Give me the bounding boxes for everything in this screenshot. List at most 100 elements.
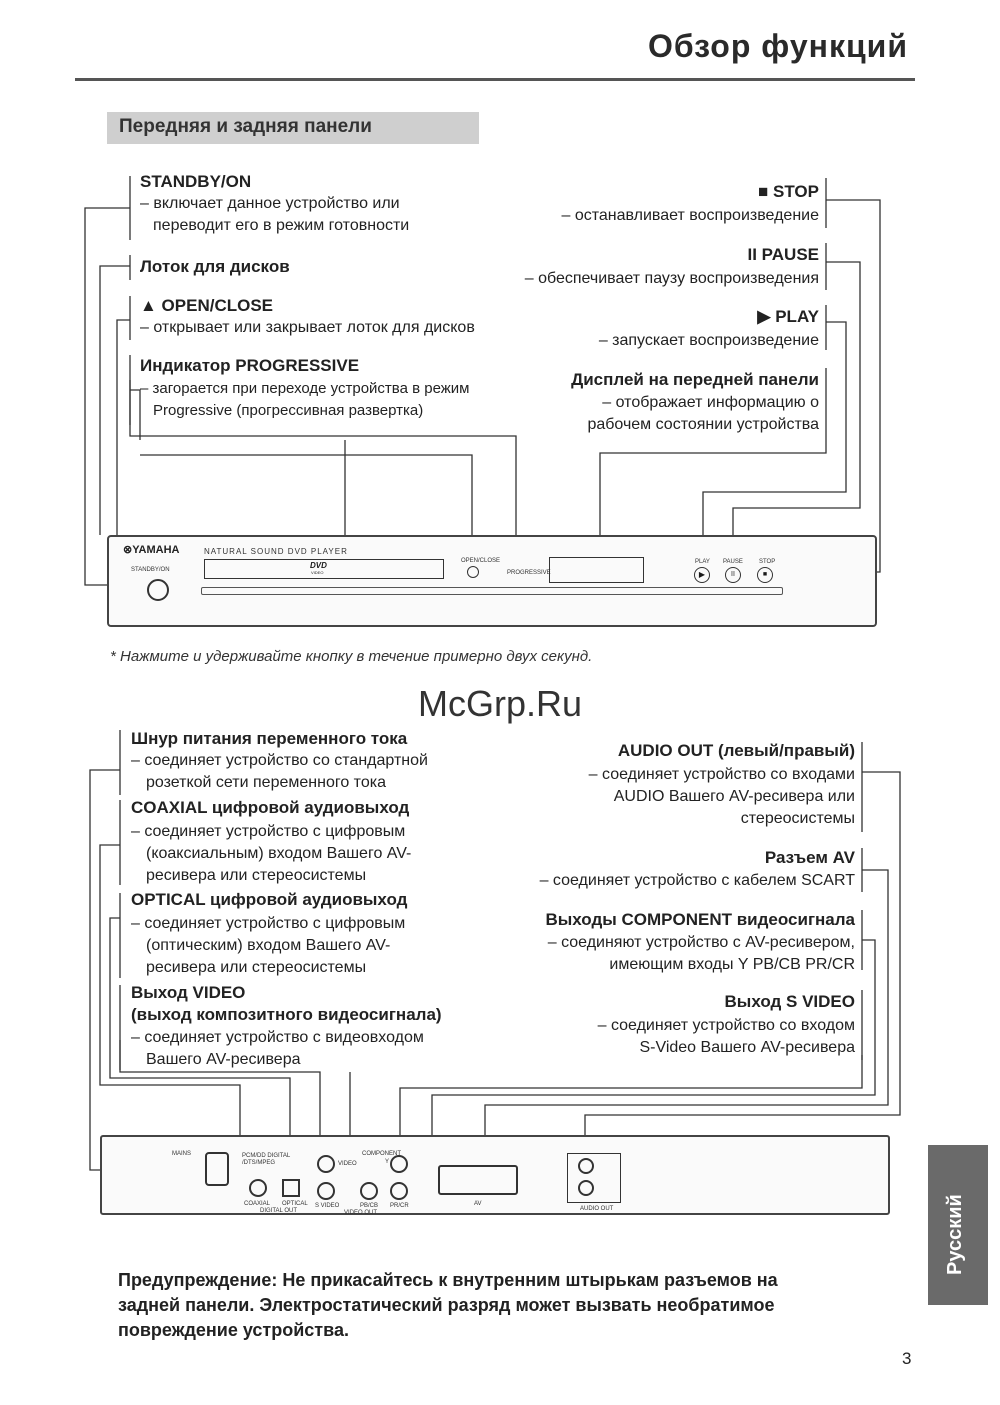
audio-out-desc-3: стереосистемы (740, 810, 855, 827)
open-close-label: ▲ OPEN/CLOSE (140, 296, 274, 315)
page-title: Обзор функций (647, 28, 908, 64)
language-tab-label: Русский (944, 1194, 966, 1275)
dvd-logo: DVD (310, 561, 327, 570)
display-desc-2: рабочем состоянии устройства (587, 416, 819, 433)
coaxial-label: COAXIAL цифровой аудиовыход (131, 798, 410, 817)
svideo-desc-1: – соединяет устройство со входом (597, 1017, 855, 1034)
audio-out-label: AUDIO OUT (левый/правый) (617, 741, 855, 760)
play-label: ▶ PLAY (757, 307, 819, 326)
play-button[interactable]: ▶ (694, 567, 710, 583)
standby-button[interactable] (147, 579, 169, 601)
s-video-text: S VIDEO (315, 1203, 340, 1209)
optical-label: OPTICAL цифровой аудиовыход (131, 890, 408, 909)
video-text: VIDEO (338, 1161, 357, 1167)
av-desc: – соединяет устройство с кабелем SCART (539, 872, 855, 889)
pause-button[interactable]: II (725, 567, 741, 583)
component-desc-2: имеющим входы Y PB/CB PR/CR (609, 956, 855, 973)
display-desc-1: – отображает информацию о (602, 394, 819, 411)
scart-connector (438, 1165, 518, 1195)
video-desc-1: – соединяет устройство с видеовходом (131, 1029, 424, 1046)
progressive-label: Индикатор PROGRESSIVE (140, 356, 360, 375)
language-tab: Русский (928, 1145, 988, 1305)
stop-desc: – останавливает воспроизведение (561, 207, 819, 224)
front-panel-drawing: ⊗YAMAHA NATURAL SOUND DVD PLAYER STANDBY… (107, 535, 877, 627)
standby-desc-2: переводит его в режим готовности (153, 217, 410, 234)
audio-out-text: AUDIO OUT (580, 1206, 614, 1212)
footnote: * Нажмите и удерживайте кнопку в течение… (110, 648, 593, 665)
digital-out-text: DIGITAL OUT (260, 1208, 298, 1214)
open-close-button-label: OPEN/CLOSE (461, 558, 501, 564)
component-text: COMPONENT (362, 1151, 401, 1157)
pause-desc: – обеспечивает паузу воспроизведения (524, 270, 819, 287)
pr-text: PR/CR (390, 1203, 409, 1209)
video-jack (317, 1155, 335, 1173)
coaxial-desc-1: – соединяет устройство с цифровым (131, 823, 406, 840)
warning-line-1: Предупреждение: Не прикасайтесь к внутре… (118, 1270, 778, 1290)
watermark: McGrp.Ru (417, 683, 583, 724)
svideo-desc-2: S-Video Вашего AV-ресивера (639, 1039, 855, 1056)
model-text: NATURAL SOUND DVD PLAYER (204, 547, 348, 556)
warning-line-3: повреждение устройства. (118, 1320, 349, 1340)
audio-out-block (567, 1153, 621, 1203)
display-label: Дисплей на передней панели (571, 370, 819, 389)
y-text: Y (385, 1159, 390, 1165)
rear-panel-drawing: MAINS PCM/DD DIGITAL /DTS/MPEG COAXIAL O… (100, 1135, 890, 1216)
standby-desc-1: – включает данное устройство или (140, 195, 400, 212)
video-out-text: VIDEO OUT (344, 1210, 378, 1216)
progressive-desc-1: – загорается при переходе устройства в р… (140, 380, 470, 397)
play-button-label: PLAY (695, 559, 710, 565)
component-desc-1: – соединяют устройство с AV-ресивером, (547, 934, 855, 951)
progressive-desc-2: Progressive (прогрессивная развертка) (153, 402, 424, 419)
component-pb-jack (360, 1182, 378, 1200)
progressive-indicator-label: PROGRESSIVE (507, 570, 551, 576)
stop-label: ■ STOP (758, 182, 819, 201)
pcm-text: PCM/DD DIGITAL (242, 1153, 291, 1159)
warning-line-2: задней панели. Электростатический разряд… (118, 1295, 775, 1315)
s-video-jack (317, 1182, 335, 1200)
pause-label: II PAUSE (747, 245, 819, 264)
audio-left-jack (578, 1158, 594, 1174)
mains-desc-2: розеткой сети переменного тока (146, 774, 386, 791)
stop-button[interactable]: ■ (757, 567, 773, 583)
video-label-2: (выход композитного видеосигнала) (131, 1005, 442, 1024)
stop-button-label: STOP (759, 559, 776, 565)
component-y-jack (390, 1155, 408, 1173)
open-close-desc: – открывает или закрывает лоток для диск… (140, 319, 475, 336)
svideo-label: Выход S VIDEO (724, 992, 855, 1011)
play-desc: – запускает воспроизведение (598, 332, 819, 349)
warning-text: Предупреждение: Не прикасайтесь к внутре… (118, 1268, 918, 1343)
coaxial-desc-3: ресивера или стереосистемы (146, 867, 367, 884)
coaxial-jack (249, 1179, 267, 1197)
mains-text: MAINS (172, 1151, 192, 1157)
disc-tray[interactable]: DVD VIDEO (204, 559, 444, 579)
optical-jack (282, 1179, 300, 1197)
mains-cord-socket (205, 1152, 229, 1186)
optical-desc-3: ресивера или стереосистемы (146, 959, 367, 976)
standby-label: STANDBY/ON (140, 172, 252, 191)
audio-out-desc-1: – соединяет устройство со входами (588, 766, 855, 783)
open-close-button[interactable] (467, 566, 479, 578)
video-desc-2: Вашего AV-ресивера (146, 1051, 301, 1068)
av-label: Разъем AV (764, 848, 855, 867)
video-label-1: Выход VIDEO (131, 983, 246, 1002)
dvd-video-text: VIDEO (311, 570, 324, 575)
pb-text: PB/CB (360, 1203, 379, 1209)
tray-label: Лоток для дисков (140, 257, 290, 276)
component-label: Выходы COMPONENT видеосигнала (545, 910, 855, 929)
audio-out-desc-2: AUDIO Вашего AV-ресивера или (613, 788, 855, 805)
coaxial-desc-2: (коаксиальным) входом Вашего AV- (146, 845, 412, 862)
av-text: AV (474, 1201, 482, 1207)
front-strip (201, 587, 783, 595)
pause-button-label: PAUSE (723, 559, 743, 565)
audio-right-jack (578, 1180, 594, 1196)
front-display (549, 557, 644, 583)
yamaha-logo: ⊗YAMAHA (123, 544, 180, 556)
optical-text: OPTICAL (282, 1201, 308, 1207)
optical-desc-2: (оптическим) входом Вашего AV- (146, 937, 391, 954)
dts-text: /DTS/MPEG (242, 1160, 276, 1166)
title-rule (75, 78, 915, 81)
optical-desc-1: – соединяет устройство с цифровым (131, 915, 406, 932)
component-pr-jack (390, 1182, 408, 1200)
standby-button-label: STANDBY/ON (131, 567, 170, 573)
section-heading: Передняя и задняя панели (107, 112, 479, 144)
